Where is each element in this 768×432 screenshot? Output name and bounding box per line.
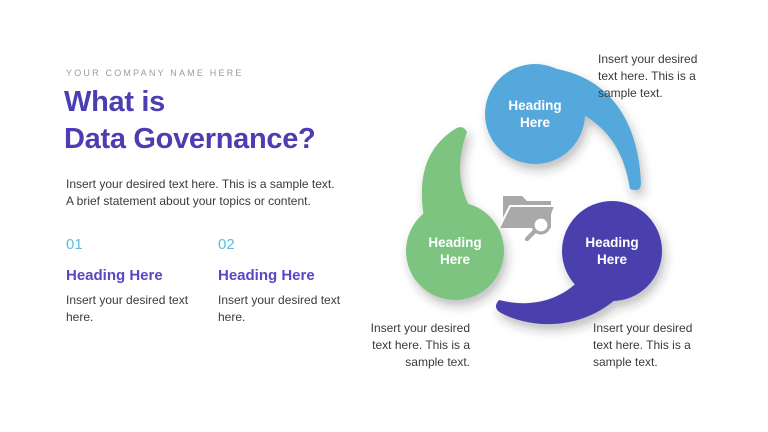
purple-circle xyxy=(562,201,662,301)
item-02-heading: Heading Here xyxy=(218,267,315,284)
intro-line-1: Insert your desired text here. This is a… xyxy=(66,177,335,191)
intro-text: Insert your desired text here. This is a… xyxy=(66,176,335,210)
node-top-caption: Insert your desired text here. This is a… xyxy=(598,52,698,100)
item-02-body: Insert your desired text here. xyxy=(218,293,341,324)
title-line-2: Data Governance? xyxy=(64,123,316,155)
node-bottom-right-label: Heading Here xyxy=(572,231,652,271)
blue-circle xyxy=(485,64,585,164)
item-02-number: 02 xyxy=(218,236,235,253)
node-top-label-text: Heading Here xyxy=(508,98,562,130)
item-01-heading: Heading Here xyxy=(66,267,163,284)
item-01-body: Insert your desired text here. xyxy=(66,293,189,324)
node-top-label: Heading Here xyxy=(495,94,575,134)
item-01-number: 01 xyxy=(66,236,83,253)
magnifier-handle xyxy=(524,229,537,242)
folder-search-icon xyxy=(498,196,554,242)
page-title: What is Data Governance? xyxy=(64,84,316,158)
node-bottom-left-shape xyxy=(406,127,504,300)
cycle-diagram xyxy=(406,64,662,325)
folder-front-gap xyxy=(498,205,554,229)
node-bottom-left-caption: Insert your desired text here. This is a… xyxy=(370,321,470,369)
magnifier-glass xyxy=(531,215,551,235)
node-top-shape xyxy=(485,64,641,191)
green-tail xyxy=(421,127,474,222)
title-line-1: What is xyxy=(64,86,166,118)
company-name: YOUR COMPANY NAME HERE xyxy=(66,68,244,78)
green-circle xyxy=(406,202,504,300)
node-bottom-left-label-text: Heading Here xyxy=(428,235,482,267)
item-01: 01 Heading Here Insert your desired text… xyxy=(66,236,196,326)
node-bottom-right-caption: Insert your desired text here. This is a… xyxy=(593,321,693,369)
node-bottom-right-shape xyxy=(495,201,662,325)
node-bottom-left-label: Heading Here xyxy=(415,231,495,271)
node-bottom-right-label-text: Heading Here xyxy=(585,235,639,267)
item-list: 01 Heading Here Insert your desired text… xyxy=(66,236,348,326)
item-02: 02 Heading Here Insert your desired text… xyxy=(218,236,348,326)
intro-line-2: A brief statement about your topics or c… xyxy=(66,194,311,208)
